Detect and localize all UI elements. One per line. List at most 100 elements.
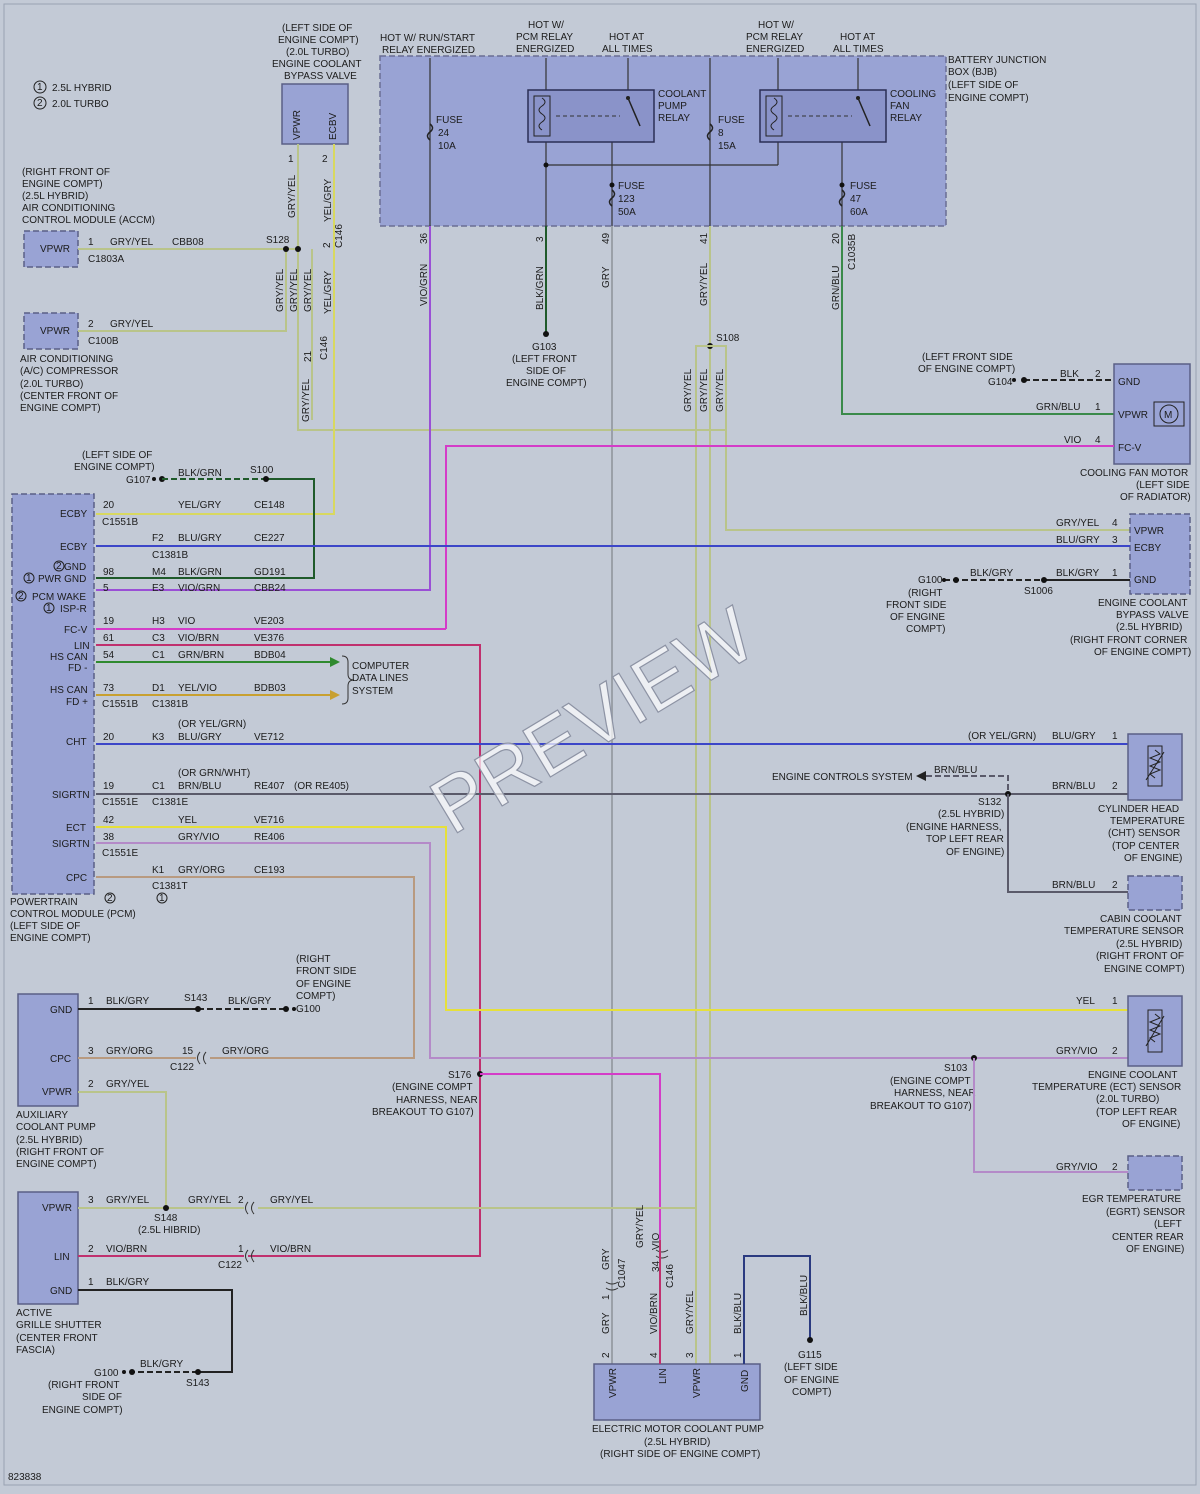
svg-text:BLK/GRY: BLK/GRY	[106, 1277, 149, 1288]
svg-text:LIN: LIN	[74, 641, 90, 652]
svg-text:YEL/GRY: YEL/GRY	[323, 179, 334, 222]
svg-text:BLU/GRY: BLU/GRY	[1052, 731, 1096, 742]
svg-text:1: 1	[1112, 568, 1118, 579]
svg-text:(CENTER FRONT OF: (CENTER FRONT OF	[20, 391, 118, 402]
svg-text:VIO/GRN: VIO/GRN	[419, 264, 430, 306]
svg-text:(LEFT SIDE OF: (LEFT SIDE OF	[82, 450, 152, 461]
svg-text:VIO/BRN: VIO/BRN	[178, 633, 219, 644]
svg-text:VIO/BRN: VIO/BRN	[649, 1293, 660, 1334]
svg-text:C1803A: C1803A	[88, 254, 124, 265]
svg-text:VPWR: VPWR	[40, 326, 70, 337]
svg-text:GD191: GD191	[254, 567, 286, 578]
svg-text:G115: G115	[798, 1350, 822, 1361]
svg-text:1: 1	[88, 1277, 94, 1288]
svg-text:AUXILIARY: AUXILIARY	[16, 1110, 68, 1121]
svg-text:2: 2	[322, 242, 333, 248]
svg-text:COMPUTER: COMPUTER	[352, 661, 409, 672]
svg-text:BRN/BLU: BRN/BLU	[934, 765, 977, 776]
svg-text:ENGINE COMPT): ENGINE COMPT)	[42, 1405, 123, 1416]
svg-text:BYPASS VALVE: BYPASS VALVE	[284, 71, 357, 82]
svg-text:G100: G100	[296, 1004, 321, 1015]
cht-sensor: (OR YEL/GRN) BLU/GRY 1 BRN/BLU 2 CYLINDE…	[772, 731, 1185, 893]
svg-text:3: 3	[535, 236, 546, 242]
svg-text:CABIN COOLANT: CABIN COOLANT	[1100, 914, 1182, 925]
svg-text:BLK: BLK	[1060, 369, 1079, 380]
svg-text:SYSTEM: SYSTEM	[352, 686, 393, 697]
svg-text:M4: M4	[152, 567, 166, 578]
svg-text:C1035B: C1035B	[847, 234, 858, 270]
svg-text:ECBY: ECBY	[60, 509, 88, 520]
svg-text:24: 24	[438, 128, 450, 139]
svg-text:(TOP CENTER: (TOP CENTER	[1112, 841, 1179, 852]
svg-text:OF ENGINE: OF ENGINE	[784, 1375, 839, 1386]
svg-text:TOP LEFT REAR: TOP LEFT REAR	[926, 834, 1004, 845]
svg-text:YEL: YEL	[1076, 996, 1095, 1007]
svg-text:1: 1	[288, 154, 294, 165]
svg-text:(LEFT FRONT: (LEFT FRONT	[512, 354, 577, 365]
svg-text:GRY: GRY	[601, 266, 612, 288]
svg-text:C1381T: C1381T	[152, 881, 188, 892]
svg-text:(CENTER FRONT: (CENTER FRONT	[16, 1333, 98, 1344]
svg-text:HOT W/ RUN/START: HOT W/ RUN/START	[380, 33, 475, 44]
svg-text:K1: K1	[152, 865, 165, 876]
svg-text:FRONT SIDE: FRONT SIDE	[886, 600, 947, 611]
svg-text:HOT W/: HOT W/	[528, 20, 564, 31]
svg-text:(2.5L HIBRID): (2.5L HIBRID)	[138, 1225, 200, 1236]
svg-text:GRY/YEL: GRY/YEL	[303, 268, 314, 312]
svg-text:ENGINE COMPT): ENGINE COMPT)	[16, 1159, 97, 1170]
svg-text:GND: GND	[1118, 377, 1140, 388]
svg-text:FUSE: FUSE	[618, 181, 645, 192]
svg-text:2: 2	[1095, 369, 1101, 380]
svg-text:BLU/GRY: BLU/GRY	[178, 533, 222, 544]
svg-text:BLK/GRN: BLK/GRN	[178, 567, 222, 578]
svg-text:TEMPERATURE SENSOR: TEMPERATURE SENSOR	[1064, 926, 1184, 937]
svg-text:VE203: VE203	[254, 616, 284, 627]
svg-text:FUSE: FUSE	[436, 115, 463, 126]
svg-text:RELAY: RELAY	[658, 113, 690, 124]
svg-text:OF ENGINE): OF ENGINE)	[946, 847, 1004, 858]
svg-text:FC-V: FC-V	[1118, 443, 1142, 454]
upper-wires: S128 GRY/YEL YEL/GRY 2 C146 GRY/YEL GRY/…	[78, 144, 1130, 1364]
svg-text:15A: 15A	[718, 141, 736, 152]
svg-text:PCM WAKE: PCM WAKE	[32, 592, 86, 603]
svg-text:GRY/VIO: GRY/VIO	[1056, 1046, 1098, 1057]
svg-text:ECBY: ECBY	[60, 542, 88, 553]
svg-text:BRN/BLU: BRN/BLU	[1052, 880, 1095, 891]
svg-text:(OR YEL/GRN): (OR YEL/GRN)	[178, 719, 246, 730]
svg-text:G104: G104	[988, 377, 1013, 388]
frame	[3, 3, 1197, 1486]
svg-text:ENGINE COOLANT: ENGINE COOLANT	[272, 59, 361, 70]
svg-text:(2.0L TURBO): (2.0L TURBO)	[20, 379, 83, 390]
svg-text:C1381B: C1381B	[152, 699, 188, 710]
svg-text:OF ENGINE: OF ENGINE	[890, 612, 945, 623]
svg-text:3: 3	[1112, 535, 1118, 546]
svg-text:GRY/YEL: GRY/YEL	[683, 368, 694, 412]
svg-text:19: 19	[103, 616, 115, 627]
svg-text:VPWR: VPWR	[40, 244, 70, 255]
figure-id: 823838	[8, 1472, 42, 1483]
svg-text:G100: G100	[918, 575, 943, 586]
svg-text:2: 2	[1112, 1162, 1118, 1173]
svg-text:OF RADIATOR): OF RADIATOR)	[1120, 492, 1191, 503]
svg-text:ECBY: ECBY	[1134, 543, 1162, 554]
svg-text:(LEFT FRONT SIDE: (LEFT FRONT SIDE	[922, 352, 1013, 363]
svg-text:GND: GND	[1134, 575, 1156, 586]
svg-text:S143: S143	[184, 993, 208, 1004]
svg-text:VIO/GRN: VIO/GRN	[178, 583, 220, 594]
svg-text:(2.0L TURBO): (2.0L TURBO)	[286, 47, 349, 58]
svg-text:C1381B: C1381B	[152, 550, 188, 561]
svg-text:LIN: LIN	[54, 1252, 70, 1263]
svg-text:HARNESS, NEAR: HARNESS, NEAR	[396, 1095, 478, 1106]
svg-text:ALL TIMES: ALL TIMES	[602, 44, 653, 55]
svg-text:GRY/YEL: GRY/YEL	[289, 268, 300, 312]
svg-text:VIO/BRN: VIO/BRN	[106, 1244, 147, 1255]
svg-text:VE376: VE376	[254, 633, 284, 644]
svg-text:GRY/ORG: GRY/ORG	[222, 1046, 269, 1057]
svg-text:E3: E3	[152, 583, 165, 594]
svg-text:FD +: FD +	[66, 697, 88, 708]
svg-text:GRY/YEL: GRY/YEL	[699, 368, 710, 412]
svg-text:ENGINE COMPT): ENGINE COMPT)	[10, 933, 91, 944]
svg-text:BLK/GRY: BLK/GRY	[140, 1359, 183, 1370]
svg-text:FUSE: FUSE	[850, 181, 877, 192]
